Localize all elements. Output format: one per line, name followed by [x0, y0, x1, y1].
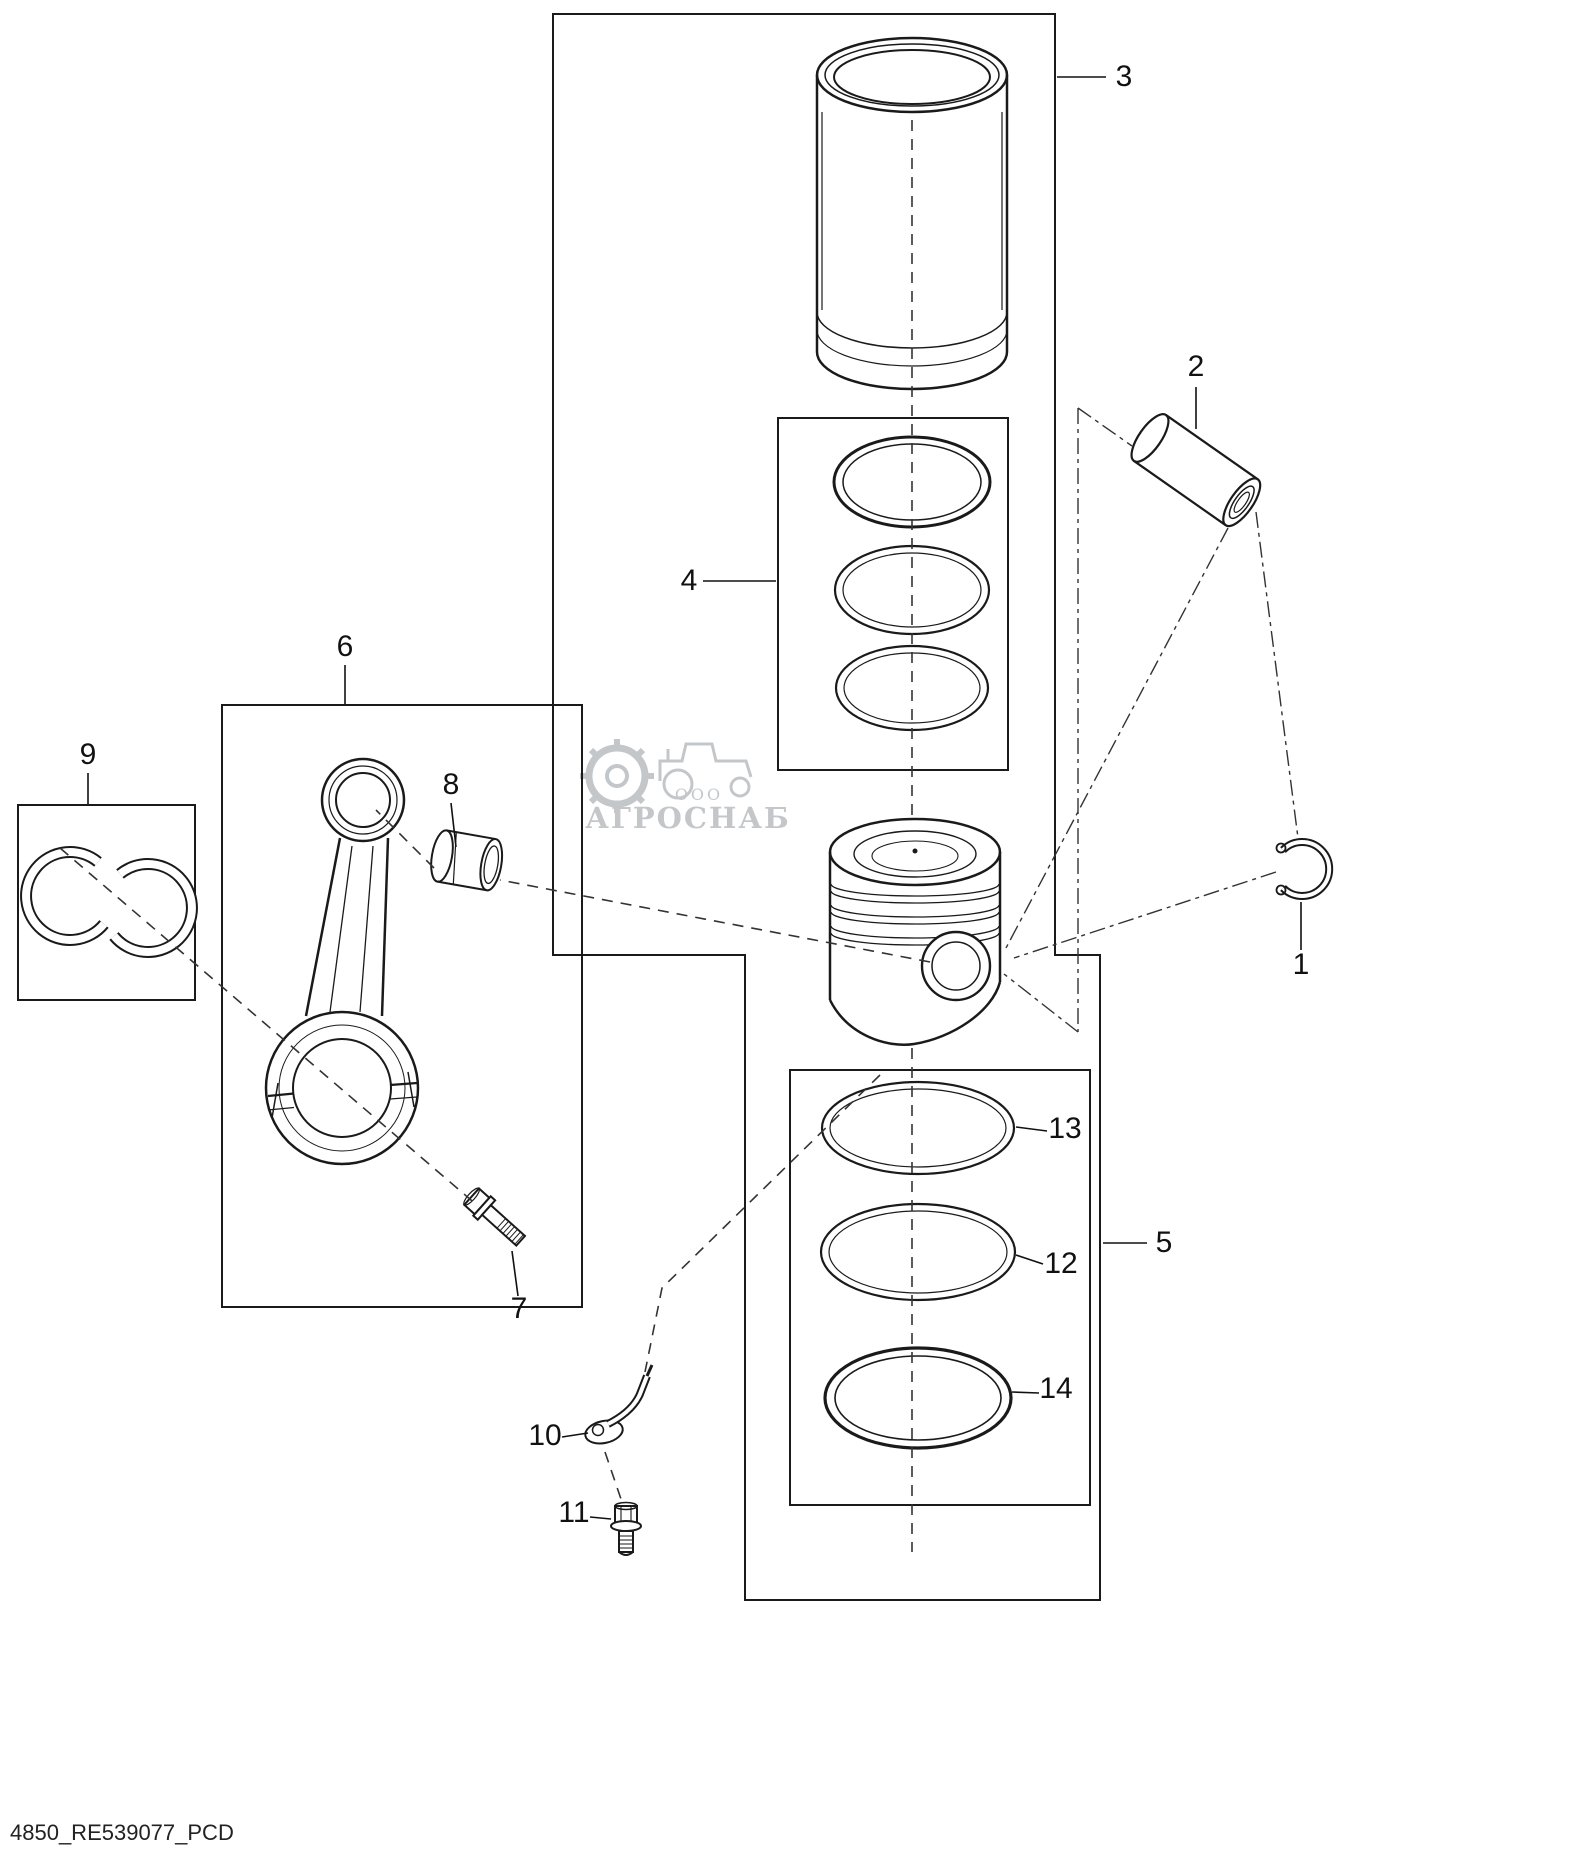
callout-12: 12: [1044, 1247, 1077, 1280]
piston-rings-lower-box: [789, 1069, 1091, 1506]
callout-13: 13: [1048, 1112, 1081, 1145]
small-end-bushing: [430, 829, 504, 892]
watermark-company-name: АГРОСНАБ: [585, 801, 791, 835]
callout-3: 3: [1116, 60, 1133, 93]
callout-2: 2: [1188, 350, 1205, 383]
rod-bolt: [462, 1187, 527, 1248]
watermark-ooo: ООО: [675, 785, 723, 804]
callout-8: 8: [443, 768, 460, 801]
nozzle-bolt: [610, 1501, 642, 1556]
callouts: 1 2 3 4 5 6 7 8 9 10 11 12 13 14: [80, 60, 1310, 1529]
main-outline-box: [552, 13, 1101, 1601]
cylinder-liner: [815, 36, 1009, 391]
leader-lines: [87, 76, 1302, 1520]
callout-7: 7: [511, 1292, 528, 1325]
bearing-shells: [20, 846, 198, 958]
piston-cooling-nozzle: [584, 1364, 654, 1445]
assembly-centerlines: [59, 120, 931, 1552]
bearing-shells-box: [17, 804, 196, 1001]
watermark: ООО АГРОСНАБ: [580, 739, 791, 835]
piston-pin: [1130, 413, 1262, 528]
callout-10: 10: [528, 1419, 561, 1452]
snap-ring: [1275, 838, 1334, 900]
piston-rings-upper-box: [777, 417, 1009, 771]
connecting-rod-box: [221, 704, 583, 1308]
piston: [828, 817, 1002, 1046]
callout-1: 1: [1293, 948, 1310, 981]
tractor-icon: [658, 742, 753, 800]
lower-piston-rings: [819, 1080, 1017, 1450]
callout-11: 11: [558, 1496, 589, 1529]
phantom-lines: [1003, 407, 1299, 1033]
callout-9: 9: [80, 738, 97, 771]
drawing-number: 4850_RE539077_PCD: [10, 1820, 234, 1845]
callout-5: 5: [1156, 1226, 1173, 1259]
callout-4: 4: [681, 564, 698, 597]
connecting-rod: [264, 757, 420, 1166]
callout-6: 6: [337, 630, 354, 663]
callout-14: 14: [1039, 1372, 1072, 1405]
